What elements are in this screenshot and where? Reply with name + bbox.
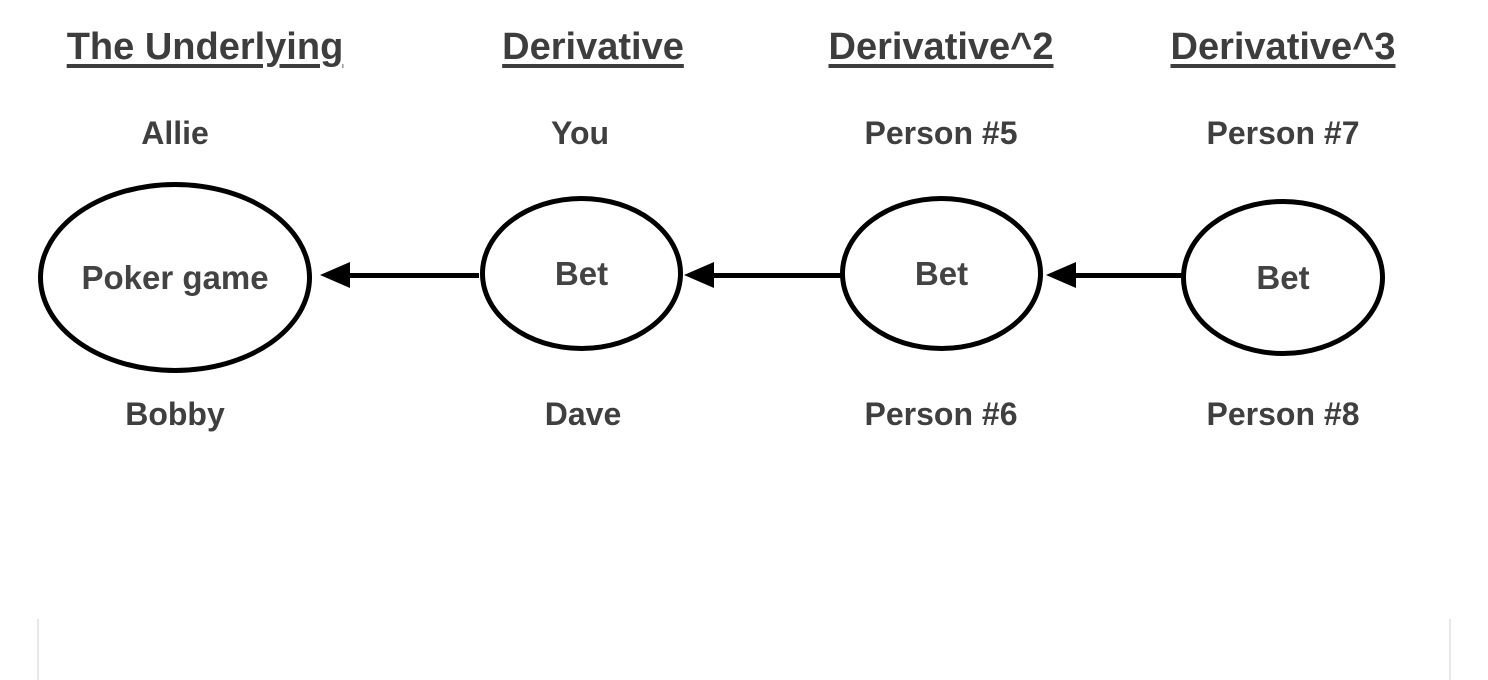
node-label-bet-3: Bet <box>1256 258 1310 296</box>
party-name-you: You <box>550 115 610 151</box>
arrow-shaft <box>346 272 479 278</box>
arrow-derivative3-to-derivative2 <box>1046 262 1182 288</box>
node-bet-derivative3: Bet <box>1181 199 1385 356</box>
party-name-bobby: Bobby <box>125 396 225 432</box>
node-poker-game: Poker game <box>38 182 312 373</box>
party-name-person7: Person #7 <box>1206 115 1360 151</box>
column-header-derivative2: Derivative^2 <box>828 26 1054 68</box>
column-header-derivative: Derivative <box>502 26 684 68</box>
arrow-left-icon <box>320 262 350 288</box>
party-name-person8: Person #8 <box>1206 396 1360 432</box>
node-label-poker-game: Poker game <box>81 258 269 296</box>
party-name-dave: Dave <box>544 396 622 432</box>
arrow-derivative2-to-derivative <box>684 262 841 288</box>
party-name-person5: Person #5 <box>864 115 1018 151</box>
arrow-left-icon <box>684 262 714 288</box>
party-name-person6: Person #6 <box>864 396 1018 432</box>
column-header-underlying: The Underlying <box>66 26 344 68</box>
party-name-allie: Allie <box>141 115 209 151</box>
arrow-shaft <box>710 272 841 278</box>
node-label-bet-1: Bet <box>554 254 609 292</box>
arrow-derivative-to-underlying <box>320 262 479 288</box>
bottom-content-panel <box>37 619 1451 680</box>
arrow-left-icon <box>1046 262 1076 288</box>
arrow-shaft <box>1072 272 1182 278</box>
node-bet-derivative2: Bet <box>840 196 1043 351</box>
node-bet-derivative: Bet <box>480 196 683 351</box>
node-label-bet-2: Bet <box>914 254 969 292</box>
column-header-derivative3: Derivative^3 <box>1170 26 1396 68</box>
